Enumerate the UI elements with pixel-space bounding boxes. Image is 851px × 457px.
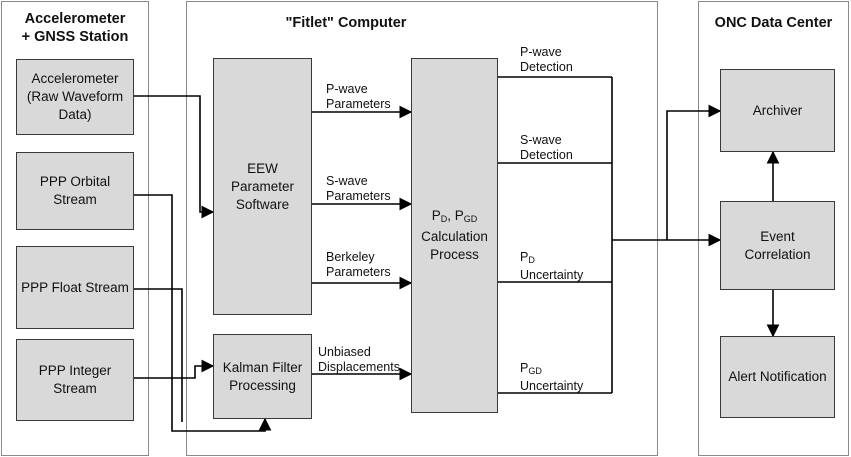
kalman-filter-box: Kalman Filter Processing (213, 334, 312, 419)
accelerometer-box: Accelerometer (Raw Waveform Data) (16, 59, 134, 135)
archiver-label: Archiver (752, 102, 803, 118)
p-wave-parameters-label: P-wave Parameters (326, 82, 406, 112)
float-wire (134, 288, 183, 422)
p-wave-detection-label: P-wave Detection (520, 45, 595, 75)
pgd-subscript: GD (463, 214, 478, 224)
calculation-process-text: Calculation Process (421, 229, 488, 262)
archiver-box: Archiver (720, 69, 835, 152)
pd-uncertainty-symbol: P (520, 250, 529, 264)
fitlet-panel-title: "Fitlet" Computer (285, 15, 407, 31)
onc-panel-title: ONC Data Center (714, 15, 833, 31)
pd-uncertainty-label: PD Uncertainty (520, 250, 600, 283)
calculation-process-box: PD, PGD Calculation Process (411, 58, 498, 413)
pgd-symbol: , P (447, 208, 464, 223)
pgd-uncertainty-label: PGD Uncertainty (520, 361, 600, 394)
calculation-process-label: PD, PGD Calculation Process (414, 207, 495, 264)
ppp-integer-box: PPP Integer Stream (16, 339, 134, 421)
pgd-uncertainty-text: Uncertainty (520, 379, 584, 393)
pgd-uncertainty-symbol: P (520, 361, 529, 375)
p-wave-detection-text: P-wave Detection (520, 45, 573, 74)
accel-to-eew-wire (134, 95, 215, 219)
kalman-filter-label: Kalman Filter Processing (222, 359, 303, 393)
pd-uncertainty-subscript: D (528, 255, 535, 265)
ppp-float-label: PPP Float Stream (21, 279, 129, 295)
s-wave-detection-text: S-wave Detection (520, 133, 573, 162)
ppp-orbital-box: PPP Orbital Stream (16, 152, 134, 230)
berkeley-parameters-text: Berkeley Parameters (326, 250, 391, 279)
alert-notification-box: Alert Notification (720, 336, 835, 418)
ppp-integer-label: PPP Integer Stream (38, 363, 112, 396)
berkeley-parameters-label: Berkeley Parameters (326, 250, 406, 280)
s-wave-parameters-text: S-wave Parameters (326, 174, 391, 203)
ppp-float-box: PPP Float Stream (16, 246, 134, 329)
bus-to-archiver-arrow (666, 104, 722, 240)
event-correlation-label: Event Correlation (744, 228, 811, 262)
eew-software-box: EEW Parameter Software (213, 58, 312, 315)
p-wave-parameters-text: P-wave Parameters (326, 82, 391, 111)
s-wave-parameters-label: S-wave Parameters (326, 174, 406, 204)
pd-symbol: P (431, 208, 441, 223)
eew-software-label: EEW Parameter Software (230, 160, 295, 212)
ppp-orbital-label: PPP Orbital Stream (39, 174, 111, 207)
alert-notification-label: Alert Notification (728, 369, 827, 384)
orbital-wire (134, 194, 272, 432)
unbiased-displacements-label: Unbiased Displacements (318, 345, 410, 375)
pgd-uncertainty-subscript: GD (528, 366, 542, 376)
integer-wire (134, 359, 215, 379)
pd-subscript: D (440, 214, 448, 224)
event-correlation-box: Event Correlation (720, 201, 835, 290)
station-panel-title: Accelerometer + GNSS Station (21, 11, 129, 45)
accelerometer-label: Accelerometer (Raw Waveform Data) (26, 71, 124, 122)
pd-uncertainty-text: Uncertainty (520, 268, 584, 282)
unbiased-displacements-text: Unbiased Displacements (318, 345, 400, 374)
s-wave-detection-label: S-wave Detection (520, 133, 595, 163)
